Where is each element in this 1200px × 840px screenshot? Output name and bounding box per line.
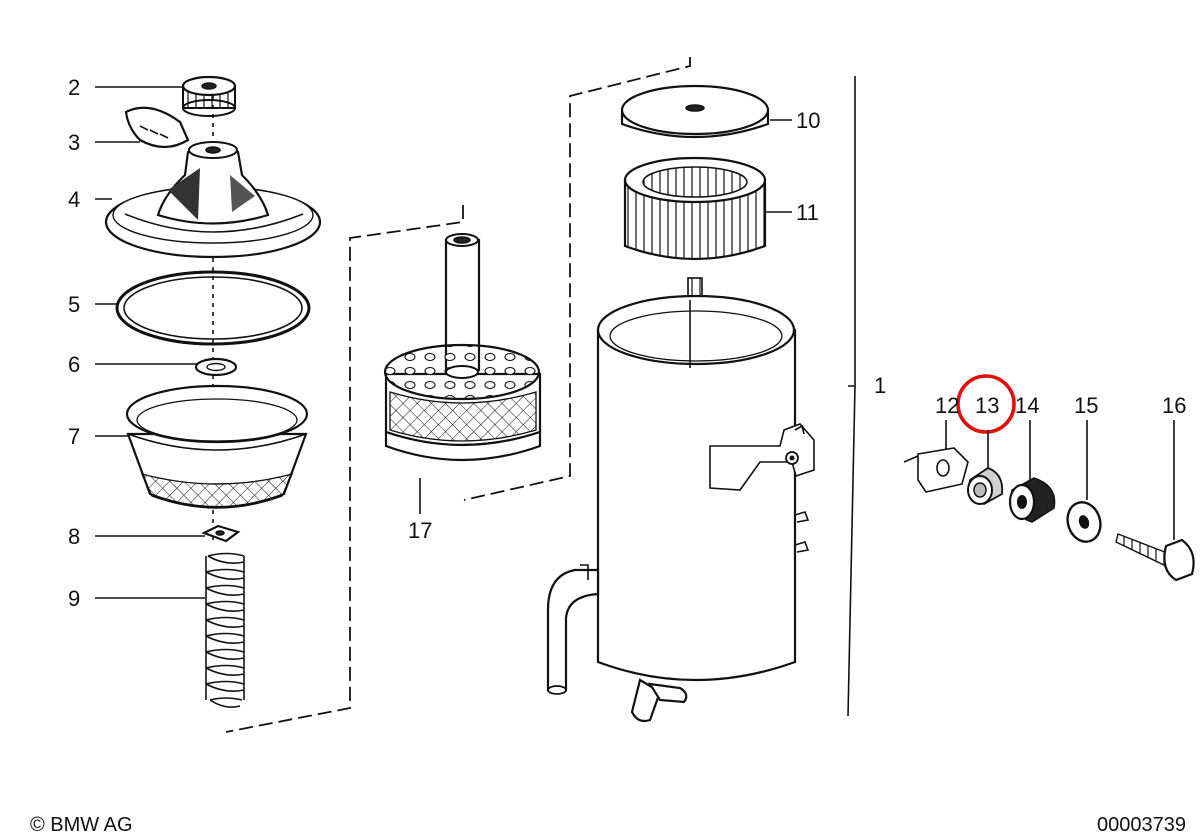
label-7: 7 xyxy=(68,424,80,449)
label-8: 8 xyxy=(68,524,80,549)
mounting-hardware xyxy=(903,374,1195,582)
label-16: 16 xyxy=(1162,393,1186,418)
part-12-clip xyxy=(903,447,969,493)
label-2: 2 xyxy=(68,75,80,100)
part-6-clip xyxy=(194,357,238,377)
part-1-reservoir-can xyxy=(546,294,815,723)
reservoir-assembly xyxy=(463,57,856,723)
label-5: 5 xyxy=(68,292,80,317)
part-8-washer xyxy=(201,524,241,543)
diagram-number: 00003739 xyxy=(1097,814,1186,836)
part-15-washer xyxy=(1066,501,1102,543)
label-14: 14 xyxy=(1015,393,1039,418)
callout-labels: 1 2 3 4 5 6 7 8 9 10 11 12 13 14 15 16 1… xyxy=(68,75,1186,611)
part-9-spring xyxy=(205,552,245,708)
part-10-lid xyxy=(620,84,770,139)
label-10: 10 xyxy=(796,108,820,133)
label-9: 9 xyxy=(68,586,80,611)
leader-lines xyxy=(95,86,1175,599)
label-11: 11 xyxy=(796,200,819,225)
label-12: 12 xyxy=(935,393,959,418)
part-14-grommet xyxy=(1008,477,1056,523)
label-4: 4 xyxy=(68,187,80,212)
part-4-cover xyxy=(104,141,322,259)
label-13: 13 xyxy=(975,393,999,418)
part-5-o-ring xyxy=(115,270,311,346)
part-7-cup xyxy=(125,384,309,509)
label-3: 3 xyxy=(68,130,80,155)
part-16-screw xyxy=(1115,533,1195,582)
part-3-seal xyxy=(124,106,190,149)
part-17-filter-insert xyxy=(225,205,542,733)
label-15: 15 xyxy=(1074,393,1098,418)
highlight-circle-13 xyxy=(956,374,1016,434)
part-11-filter-ring xyxy=(623,156,767,261)
label-1: 1 xyxy=(874,373,886,398)
left-cap-assembly xyxy=(104,75,322,708)
label-6: 6 xyxy=(68,352,80,377)
part-2-knurled-nut xyxy=(181,75,237,117)
part-13-bushing xyxy=(967,466,1004,505)
label-17: 17 xyxy=(408,518,432,543)
copyright-text: © BMW AG xyxy=(30,814,133,836)
